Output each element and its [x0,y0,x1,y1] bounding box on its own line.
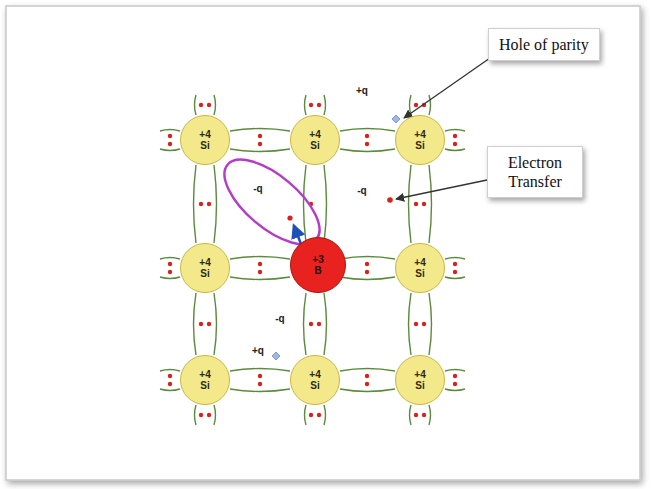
charge-label: -q [356,185,367,196]
atom-label: +4 Si [414,129,425,152]
atom-label: +4 Si [309,129,320,152]
atom-label: +3 B [312,254,323,277]
atom-circle: +3 B [290,237,346,293]
bond-row [160,369,465,392]
electron-dot [414,202,418,206]
charge-label: -q [252,183,263,194]
charge-label: -q [274,313,285,324]
electron-dot [365,270,369,274]
electron-dot [309,103,313,107]
atom-circle: +4 Si [395,115,445,165]
electron-dot [414,103,418,107]
electron-dot [258,382,262,386]
electron-dot [168,142,172,146]
electron-dot [207,103,211,107]
leader-line [404,58,490,118]
hole-symbol [272,352,280,360]
transfer-arrow [294,226,301,244]
electron-dot [168,374,172,378]
electron-dot [168,382,172,386]
electron-dot [453,270,457,274]
electron-dot [258,142,262,146]
electron-dot [199,202,203,206]
electron-dot [168,262,172,266]
callout-box: Hole of parity [488,28,600,61]
picture-frame [6,6,640,480]
electron-dot [453,134,457,138]
electron-dot [199,413,203,417]
electron-dot [207,322,211,326]
free-electron [387,197,393,203]
electron-dot [207,413,211,417]
electron-dot [309,413,313,417]
electron-dot [258,270,262,274]
electron-dot [199,103,203,107]
electron-dot [207,202,211,206]
charge-label: +q [251,345,265,356]
atom-circle: +4 Si [290,355,340,405]
atom-label: +4 Si [199,129,210,152]
electron-dot [422,322,426,326]
callout-text: Electron Transfer [498,153,572,191]
electron-dot [258,134,262,138]
atom-circle: +4 Si [180,243,230,293]
atom-circle: +4 Si [395,243,445,293]
electron-dot [453,382,457,386]
atom-circle: +4 Si [180,355,230,405]
electron-dot [168,270,172,274]
atom-label: +4 Si [199,369,210,392]
electron-dot [309,322,313,326]
electron-dot [422,202,426,206]
atom-label: +4 Si [414,257,425,280]
electron-dot [365,262,369,266]
electron-dot [317,103,321,107]
atom-label: +4 Si [414,369,425,392]
electron-dot [414,413,418,417]
leader-line [396,180,487,199]
atom-circle: +4 Si [290,115,340,165]
electron-dot [317,413,321,417]
electron-dot [317,322,321,326]
atom-circle: +4 Si [180,115,230,165]
atom-circle: +4 Si [395,355,445,405]
transferred-electron [287,215,292,220]
electron-dot [258,374,262,378]
hole-symbol [392,115,400,123]
bond-row [160,129,465,152]
electron-dot [365,382,369,386]
callout-text: Hole of parity [499,35,589,54]
electron-dot [453,262,457,266]
charge-label: +q [355,85,369,96]
atom-label: +4 Si [199,257,210,280]
electron-dot [453,142,457,146]
electron-dot [414,322,418,326]
callout-box: Electron Transfer [487,146,583,198]
electron-dot [365,142,369,146]
electron-dot [365,374,369,378]
bond-electrons [168,103,457,417]
electron-dot [168,134,172,138]
covalent-bonds [160,95,465,425]
atom-label: +4 Si [309,369,320,392]
electron-dot [422,413,426,417]
electron-dot [258,262,262,266]
electron-dot [453,374,457,378]
electron-dot [365,134,369,138]
electron-dot [199,322,203,326]
